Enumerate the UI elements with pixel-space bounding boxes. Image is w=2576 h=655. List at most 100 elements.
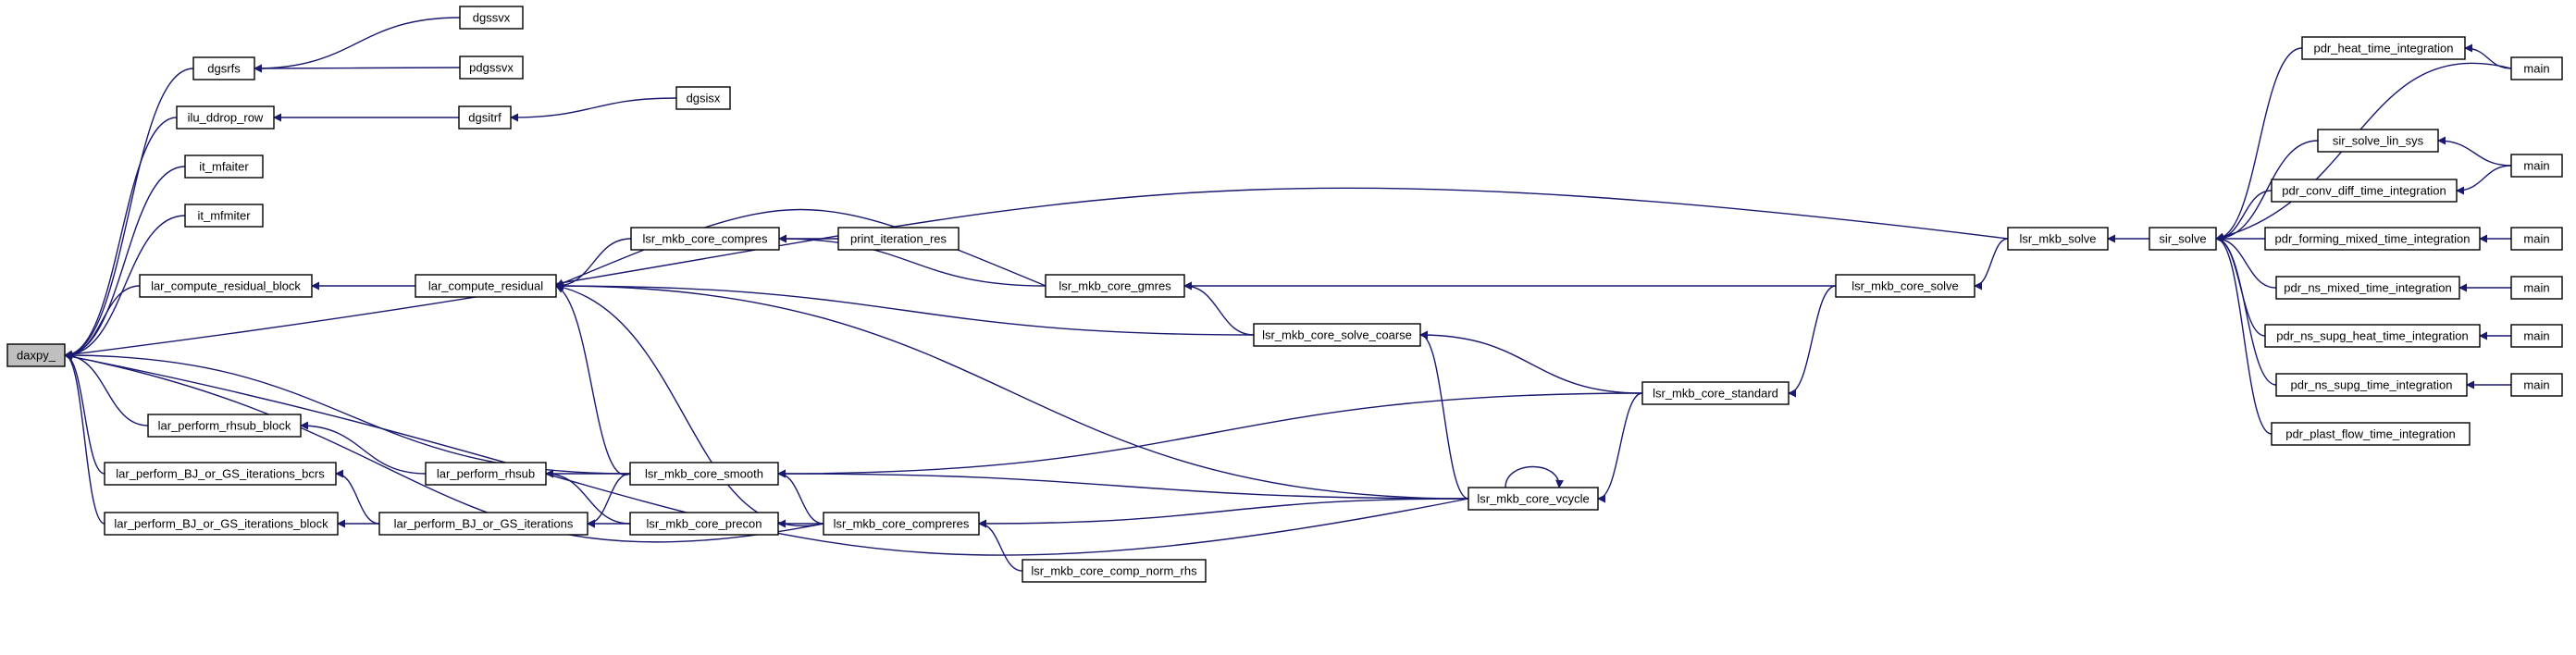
node-box — [2271, 179, 2458, 203]
node-main6[interactable]: main — [2510, 373, 2563, 397]
node-box — [2149, 227, 2217, 251]
node-dgssvx[interactable]: dgssvx — [459, 6, 524, 30]
node-dgsitrf[interactable]: dgsitrf — [458, 105, 512, 130]
node-box — [2301, 36, 2466, 60]
node-lsr-mkb-core-smooth[interactable]: lsr_mkb_core_smooth — [629, 462, 779, 486]
node-lsr-mkb-core-comp-norm-rhs[interactable]: lsr_mkb_core_comp_norm_rhs — [1022, 559, 1207, 583]
edge-lsr-mkb-core-vcycle-to-lsr-mkb-core-compreres — [978, 498, 1469, 528]
edge-lsr-mkb-core-standard-to-lsr-mkb-core-vcycle — [1597, 392, 1643, 503]
node-box — [184, 204, 264, 228]
node-main1[interactable]: main — [2510, 56, 2563, 80]
node-lsr-mkb-core-standard[interactable]: lsr_mkb_core_standard — [1641, 381, 1790, 405]
node-sir-solve-lin-sys[interactable]: sir_solve_lin_sys — [2317, 129, 2439, 153]
edge-dgsisx-to-dgsitrf — [510, 97, 677, 122]
node-label: pdr_heat_time_integration — [2313, 42, 2453, 56]
edge-lsr-mkb-solve-to-daxpy — [64, 187, 2009, 359]
node-label: lar_perform_BJ_or_GS_iterations — [394, 517, 574, 531]
node-pdr-ns-mixed-time-integration[interactable]: pdr_ns_mixed_time_integration — [2275, 276, 2460, 300]
node-box — [2510, 324, 2563, 348]
edge-lsr-mkb-core-solve-coarse-to-lsr-mkb-core-gmres — [1183, 281, 1255, 336]
node-box — [2275, 373, 2468, 397]
node-box — [2510, 276, 2563, 300]
node-pdr-heat-time-integration[interactable]: pdr_heat_time_integration — [2301, 36, 2466, 60]
node-label: main — [2523, 62, 2549, 76]
node-lar-perform-bj-or-gs-iterations-bcrs[interactable]: lar_perform_BJ_or_GS_iterations_bcrs — [104, 462, 337, 486]
edge-lsr-mkb-core-compres-to-lar-compute-residual — [555, 238, 632, 290]
edge-it-mfaiter-to-daxpy — [64, 166, 186, 360]
node-layer: daxpy_ dgsrfs dgssvx pdgssvx ilu_ddrop_row dg… — [6, 6, 2563, 583]
node-label: pdr_plast_flow_time_integration — [2285, 427, 2456, 441]
node-box — [415, 274, 557, 298]
node-lsr-mkb-core-solve-coarse[interactable]: lsr_mkb_core_solve_coarse — [1253, 323, 1421, 347]
node-lsr-mkb-core-vcycle[interactable]: lsr_mkb_core_vcycle — [1468, 487, 1599, 511]
node-print-iteration-res[interactable]: print_iteration_res — [837, 227, 960, 251]
edge-pdr-plast-flow-time-integration-to-sir-solve — [2215, 234, 2273, 435]
node-label: main — [2523, 232, 2549, 246]
node-lsr-mkb-core-compreres[interactable]: lsr_mkb_core_compreres — [823, 512, 980, 536]
node-main3[interactable]: main — [2510, 227, 2563, 251]
node-label: main — [2523, 159, 2549, 173]
node-it-mfmiter[interactable]: it_mfmiter — [184, 204, 264, 228]
edge-lsr-mkb-core-gmres-to-lar-compute-residual — [555, 208, 1046, 288]
edge-lsr-mkb-core-gmres-to-lsr-mkb-core-compres — [778, 234, 1046, 287]
node-pdr-forming-mixed-time-integration[interactable]: pdr_forming_mixed_time_integration — [2264, 227, 2481, 251]
node-sir-solve[interactable]: sir_solve — [2149, 227, 2217, 251]
edge-main2-to-sir-solve-lin-sys — [2437, 136, 2512, 167]
node-label: lsr_mkb_core_precon — [646, 517, 762, 531]
node-label: it_mfaiter — [199, 160, 249, 174]
node-box — [1045, 274, 1185, 298]
node-pdgssvx[interactable]: pdgssvx — [459, 56, 524, 80]
node-label: lsr_mkb_core_compres — [642, 232, 768, 246]
node-dgsisx[interactable]: dgsisx — [675, 86, 731, 110]
node-label: lar_perform_BJ_or_GS_iterations_block — [114, 517, 328, 531]
edge-pdr-conv-diff-time-integration-to-sir-solve — [2215, 190, 2273, 243]
node-label: lsr_mkb_core_comp_norm_rhs — [1031, 564, 1197, 578]
node-box — [629, 462, 779, 486]
node-pdr-ns-supg-time-integration[interactable]: pdr_ns_supg_time_integration — [2275, 373, 2468, 397]
node-label: lsr_mkb_core_solve — [1852, 279, 1959, 293]
node-lsr-mkb-core-gmres[interactable]: lsr_mkb_core_gmres — [1045, 274, 1185, 298]
node-main5[interactable]: main — [2510, 324, 2563, 348]
node-label: main — [2523, 281, 2549, 295]
node-label: sir_solve_lin_sys — [2333, 134, 2424, 148]
node-main2[interactable]: main — [2510, 154, 2563, 178]
node-lar-compute-residual[interactable]: lar_compute_residual — [415, 274, 557, 298]
node-box — [837, 227, 960, 251]
node-pdr-plast-flow-time-integration[interactable]: pdr_plast_flow_time_integration — [2271, 422, 2471, 446]
node-box — [139, 274, 313, 298]
node-lsr-mkb-core-solve[interactable]: lsr_mkb_core_solve — [1835, 274, 1975, 298]
edge-lsr-mkb-core-vcycle-to-lar-compute-residual — [555, 281, 1469, 500]
node-box — [2264, 227, 2481, 251]
node-box — [192, 56, 255, 80]
node-label: pdr_ns_supg_time_integration — [2291, 378, 2453, 392]
edge-lar-perform-BJ-or-GS-iterations-block-to-daxpy — [64, 351, 105, 525]
node-lar-compute-residual-block[interactable]: lar_compute_residual_block — [139, 274, 313, 298]
node-lar-perform-bj-or-gs-iterations[interactable]: lar_perform_BJ_or_GS_iterations — [378, 512, 588, 536]
node-label: lsr_mkb_core_vcycle — [1477, 492, 1589, 506]
edge-lar-perform-rhsub-block-to-daxpy — [64, 351, 149, 426]
edge-lar-perform-rhsub-to-lar-perform-rhsub-block — [300, 421, 427, 475]
node-label: lsr_mkb_core_compreres — [834, 517, 970, 531]
node-it-mfaiter[interactable]: it_mfaiter — [184, 154, 264, 179]
node-label: pdr_forming_mixed_time_integration — [2274, 232, 2470, 246]
node-pdr-ns-supg-heat-time-integration[interactable]: pdr_ns_supg_heat_time_integration — [2264, 324, 2481, 348]
node-dgsrfs[interactable]: dgsrfs — [192, 56, 255, 80]
node-daxpy[interactable]: daxpy_ — [6, 343, 66, 367]
node-box — [459, 6, 524, 30]
node-lar-perform-bj-or-gs-iterations-block[interactable]: lar_perform_BJ_or_GS_iterations_block — [104, 512, 339, 536]
node-lsr-mkb-core-compres[interactable]: lsr_mkb_core_compres — [630, 227, 780, 251]
node-lsr-mkb-solve[interactable]: lsr_mkb_solve — [2007, 227, 2109, 251]
node-ilu-ddrop-row[interactable]: ilu_ddrop_row — [176, 105, 275, 130]
node-label: lar_compute_residual_block — [151, 279, 301, 293]
node-label: dgsitrf — [468, 111, 502, 125]
node-lar-perform-rhsub-block[interactable]: lar_perform_rhsub_block — [147, 414, 302, 438]
edge-pdr-ns-supg-time-integration-to-sir-solve — [2215, 234, 2277, 386]
node-label: pdr_conv_diff_time_integration — [2282, 184, 2446, 198]
node-pdr-conv-diff-time-integration[interactable]: pdr_conv_diff_time_integration — [2271, 179, 2458, 203]
node-main4[interactable]: main — [2510, 276, 2563, 300]
node-label: print_iteration_res — [850, 232, 947, 246]
node-lsr-mkb-core-precon[interactable]: lsr_mkb_core_precon — [629, 512, 779, 536]
node-box — [147, 414, 302, 438]
node-lar-perform-rhsub[interactable]: lar_perform_rhsub — [425, 462, 547, 486]
node-label: lsr_mkb_core_standard — [1653, 387, 1778, 401]
